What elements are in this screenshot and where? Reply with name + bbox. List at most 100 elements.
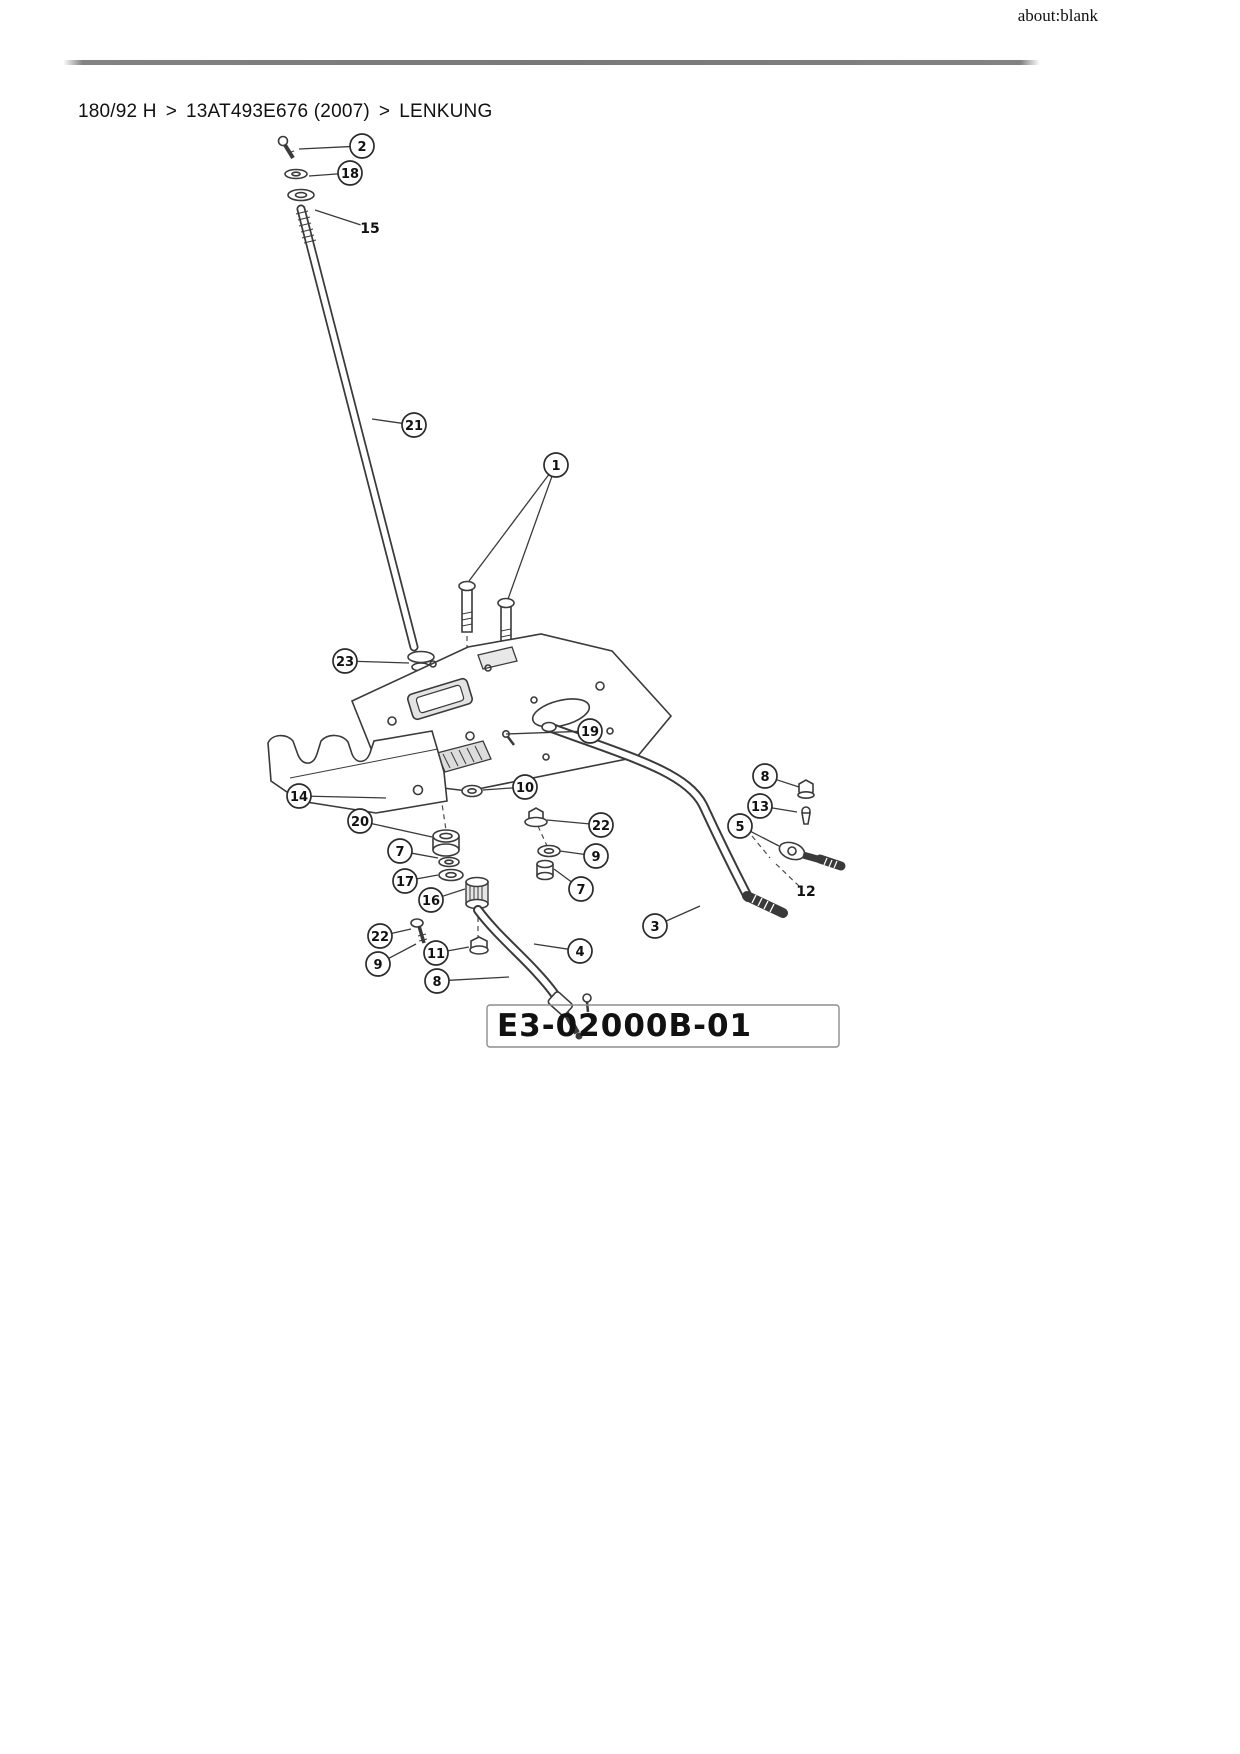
coupler-part-16 <box>465 876 489 910</box>
callout-circle-16 <box>418 887 444 913</box>
drawing-number: E3-02000B-01 <box>486 1004 840 1048</box>
callout-leader-17 <box>416 874 439 880</box>
callout-label-16: 16 <box>422 894 440 909</box>
callout-label-9: 9 <box>591 850 600 865</box>
callout-leader-3 <box>665 905 701 922</box>
callout-circle-11 <box>423 940 449 966</box>
lock-washer-icon <box>287 188 315 202</box>
callout-leader-16 <box>442 888 466 897</box>
breadcrumb-separator: > <box>378 101 391 122</box>
tie-rod-end-parts <box>778 779 846 871</box>
callout-leader-21 <box>371 418 403 424</box>
callout-leader-9 <box>559 850 585 855</box>
callout-leader-10 <box>482 787 514 791</box>
callout-leader-5 <box>750 830 780 847</box>
flange-nut-part-22-right <box>524 807 548 828</box>
breadcrumb: 180/92 H >13AT493E676 (2007) > LENKUNG <box>78 101 492 123</box>
callout-circle-18 <box>337 160 363 186</box>
callout-circle-21 <box>401 412 427 438</box>
callout-circle-23 <box>332 648 358 674</box>
eyelet-part-10 <box>461 784 483 798</box>
callout-leader-14 <box>310 795 387 799</box>
callout-circle-8 <box>424 968 450 994</box>
callout-leader-11 <box>447 946 470 952</box>
callout-leader-7 <box>411 852 439 859</box>
callout-label-12: 12 <box>796 884 815 900</box>
callout-label-11: 11 <box>427 947 445 962</box>
callout-circle-7 <box>568 876 594 902</box>
callout-leader-23 <box>356 660 410 664</box>
callout-label-1: 1 <box>551 459 560 474</box>
callout-circle-5 <box>727 813 753 839</box>
callout-leader-15 <box>314 209 361 226</box>
callout-leader-7 <box>553 868 572 883</box>
callout-circle-9 <box>583 843 609 869</box>
steering-shaft-part-21 <box>295 204 419 652</box>
callout-circle-14 <box>286 783 312 809</box>
callout-leader-20 <box>371 822 433 838</box>
callout-label-17: 17 <box>396 875 414 890</box>
callout-leader-4 <box>533 943 569 950</box>
callout-label-18: 18 <box>341 167 359 182</box>
callout-label-10: 10 <box>516 781 534 796</box>
callout-label-13: 13 <box>751 800 769 815</box>
callout-label-3: 3 <box>650 920 659 935</box>
callout-label-22: 22 <box>371 930 389 945</box>
breadcrumb-section: LENKUNG <box>399 101 493 122</box>
callout-label-8: 8 <box>760 770 769 785</box>
breadcrumb-article: 13AT493E676 (2007) <box>186 101 370 122</box>
callout-label-23: 23 <box>336 655 354 670</box>
callout-circle-17 <box>392 868 418 894</box>
callout-leader-1 <box>468 474 550 582</box>
callout-circle-19 <box>577 718 603 744</box>
callout-circle-10 <box>512 774 538 800</box>
mounting-bolts-part-1 <box>458 580 515 650</box>
callout-leader-22 <box>391 928 412 934</box>
callout-circle-3 <box>642 913 668 939</box>
callout-circle-9 <box>365 951 391 977</box>
callout-leader-19 <box>505 730 579 735</box>
breadcrumb-separator: > <box>165 101 178 122</box>
washer-part-17 <box>438 868 464 882</box>
callout-circle-8 <box>752 763 778 789</box>
callout-leader-1 <box>507 476 553 600</box>
callout-label-7: 7 <box>576 883 585 898</box>
callout-label-21: 21 <box>405 419 423 434</box>
callout-leader-22 <box>546 819 590 825</box>
callout-label-9: 9 <box>373 958 382 973</box>
callout-label-22: 22 <box>592 819 610 834</box>
callout-circle-4 <box>567 938 593 964</box>
callout-leader-18 <box>308 173 339 177</box>
callout-label-2: 2 <box>357 140 366 155</box>
callout-label-19: 19 <box>581 725 599 740</box>
divider-rule <box>63 60 1040 65</box>
callout-circle-2 <box>349 133 375 159</box>
callout-leader-8 <box>448 976 510 981</box>
callout-label-15: 15 <box>360 221 379 237</box>
callout-circle-22 <box>367 923 393 949</box>
washer-part-7-left <box>438 856 460 868</box>
callout-label-14: 14 <box>290 790 308 805</box>
callout-label-7: 7 <box>395 845 404 860</box>
spacer-part-7-right <box>536 859 554 881</box>
lock-nut-part-11 <box>469 936 489 955</box>
callout-label-8: 8 <box>432 975 441 990</box>
breadcrumb-model: 180/92 H <box>78 101 157 122</box>
callout-leader-2 <box>298 145 351 150</box>
callout-leader-9 <box>388 943 417 959</box>
drawing-number-text: E3-02000B-01 <box>497 1008 752 1044</box>
steering-arm-part-3 <box>541 721 788 918</box>
callout-circle-7 <box>387 838 413 864</box>
callout-leader-13 <box>771 807 798 813</box>
header-url: about:blank <box>1017 6 1098 25</box>
washer-part-9-right <box>537 844 561 858</box>
washer-part-18 <box>284 168 308 180</box>
bolt-part-2 <box>277 135 295 160</box>
front-bracket-part-14 <box>267 730 448 814</box>
callout-label-5: 5 <box>735 820 744 835</box>
callout-circle-1 <box>543 452 569 478</box>
callout-leader-8 <box>776 779 800 788</box>
